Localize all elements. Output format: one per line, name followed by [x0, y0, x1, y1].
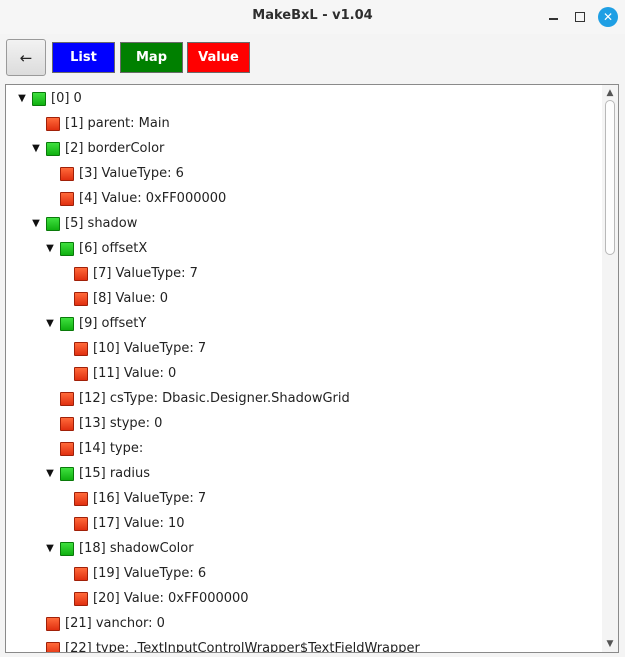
tree-node[interactable]: [12] csType: Dbasic.Designer.ShadowGrid: [44, 386, 350, 411]
tree-node[interactable]: [13] stype: 0: [44, 411, 162, 436]
tree-node-label: [3] ValueType: 6: [79, 166, 184, 181]
leaf-node-icon: [60, 441, 74, 456]
leaf-node-icon: [74, 566, 88, 581]
expand-toggle-icon[interactable]: ▼: [18, 93, 26, 104]
branch-node-icon: [60, 316, 74, 331]
tree-node-label: [15] radius: [79, 466, 151, 481]
tree-node[interactable]: ▼ [2] borderColor: [30, 136, 164, 161]
maximize-button[interactable]: [570, 7, 590, 27]
leaf-node-icon: [74, 491, 88, 506]
tree-node-label: [19] ValueType: 6: [93, 566, 207, 581]
tree-node-label: [12] csType: Dbasic.Designer.ShadowGrid: [79, 391, 350, 406]
branch-node-icon: [60, 541, 74, 556]
branch-node-icon: [32, 91, 46, 106]
tree-node-label: [11] Value: 0: [93, 366, 177, 381]
tree-node-label: [18] shadowColor: [79, 541, 194, 556]
branch-node-icon: [60, 466, 74, 481]
tree-node-label: [20] Value: 0xFF000000: [93, 591, 249, 606]
leaf-node-icon: [60, 416, 74, 431]
minimize-button[interactable]: [543, 7, 563, 27]
close-icon: ✕: [602, 10, 614, 24]
tree-node[interactable]: ▼ [9] offsetY: [44, 311, 146, 336]
tree-node-label: [0] 0: [51, 91, 82, 106]
leaf-node-icon: [74, 341, 88, 356]
expand-toggle-icon[interactable]: ▼: [32, 143, 40, 154]
minimize-icon: [548, 18, 558, 20]
leaf-node-icon: [74, 291, 88, 306]
tree-node[interactable]: ▼ [18] shadowColor: [44, 536, 194, 561]
expand-toggle-icon[interactable]: ▼: [46, 543, 54, 554]
leaf-node-icon: [46, 616, 60, 631]
leaf-node-icon: [46, 641, 60, 652]
expand-toggle-icon[interactable]: ▼: [46, 243, 54, 254]
scroll-up-icon[interactable]: ▲: [606, 88, 614, 98]
window-title: MakeBxL - v1.04: [252, 8, 373, 23]
leaf-node-icon: [74, 591, 88, 606]
branch-node-icon: [46, 216, 60, 231]
arrow-left-icon: ←: [19, 48, 33, 67]
tree-node[interactable]: ▼ [5] shadow: [30, 211, 137, 236]
tree-node[interactable]: [11] Value: 0: [58, 361, 176, 386]
tree-node[interactable]: [1] parent: Main: [30, 111, 170, 136]
leaf-node-icon: [60, 166, 74, 181]
tree-node[interactable]: [14] type:: [44, 436, 143, 461]
vertical-scrollbar[interactable]: ▲ ▼: [602, 85, 618, 652]
map-button[interactable]: Map: [120, 42, 183, 73]
leaf-node-icon: [60, 391, 74, 406]
value-button[interactable]: Value: [187, 42, 250, 73]
back-button[interactable]: ←: [6, 39, 46, 76]
tree-node[interactable]: ▼ [15] radius: [44, 461, 150, 486]
tree-node-label: [5] shadow: [65, 216, 138, 231]
branch-node-icon: [60, 241, 74, 256]
tree-view[interactable]: ▲ ▼ ▼ [0] 0 [1] parent: Main ▼ [2] borderCol…: [5, 84, 619, 653]
tree-node-label: [7] ValueType: 7: [93, 266, 198, 281]
title-bar: MakeBxL - v1.04 ✕: [0, 0, 625, 34]
tree-node-label: [14] type:: [79, 441, 144, 456]
tree-node-label: [9] offsetY: [79, 316, 147, 331]
expand-toggle-icon[interactable]: ▼: [46, 318, 54, 329]
leaf-node-icon: [60, 191, 74, 206]
tree-node[interactable]: [16] ValueType: 7: [58, 486, 206, 511]
tree-node[interactable]: [8] Value: 0: [58, 286, 168, 311]
scroll-down-icon[interactable]: ▼: [606, 639, 614, 649]
tree-node-label: [4] Value: 0xFF000000: [79, 191, 227, 206]
tree-node-label: [16] ValueType: 7: [93, 491, 207, 506]
toolbar: ← List Map Value: [0, 34, 625, 84]
tree-node-label: [21] vanchor: 0: [65, 616, 165, 631]
tree-node-label: [22] type: .TextInputControlWrapper$Text…: [65, 641, 420, 653]
tree-node[interactable]: [21] vanchor: 0: [30, 611, 165, 636]
maximize-icon: [575, 12, 585, 22]
tree-node-label: [10] ValueType: 7: [93, 341, 207, 356]
tree-node[interactable]: [20] Value: 0xFF000000: [58, 586, 249, 611]
branch-node-icon: [46, 141, 60, 156]
tree-node[interactable]: [22] type: .TextInputControlWrapper$Text…: [30, 636, 420, 653]
leaf-node-icon: [74, 516, 88, 531]
leaf-node-icon: [74, 366, 88, 381]
tree-node[interactable]: [7] ValueType: 7: [58, 261, 198, 286]
leaf-node-icon: [74, 266, 88, 281]
tree-node-label: [6] offsetX: [79, 241, 148, 256]
tree-node[interactable]: [10] ValueType: 7: [58, 336, 206, 361]
scrollbar-thumb[interactable]: [605, 100, 615, 255]
expand-toggle-icon[interactable]: ▼: [32, 218, 40, 229]
tree-node[interactable]: ▼ [0] 0: [16, 86, 82, 111]
tree-node-label: [8] Value: 0: [93, 291, 169, 306]
tree-node[interactable]: [17] Value: 10: [58, 511, 185, 536]
tree-node[interactable]: [3] ValueType: 6: [44, 161, 184, 186]
tree-node[interactable]: [4] Value: 0xFF000000: [44, 186, 226, 211]
tree-node[interactable]: ▼ [6] offsetX: [44, 236, 147, 261]
close-button[interactable]: ✕: [598, 7, 618, 27]
list-button[interactable]: List: [52, 42, 115, 73]
leaf-node-icon: [46, 116, 60, 131]
tree-node-label: [1] parent: Main: [65, 116, 170, 131]
expand-toggle-icon[interactable]: ▼: [46, 468, 54, 479]
tree-node[interactable]: [19] ValueType: 6: [58, 561, 206, 586]
tree-node-label: [13] stype: 0: [79, 416, 163, 431]
tree-node-label: [17] Value: 10: [93, 516, 185, 531]
tree-node-label: [2] borderColor: [65, 141, 165, 156]
